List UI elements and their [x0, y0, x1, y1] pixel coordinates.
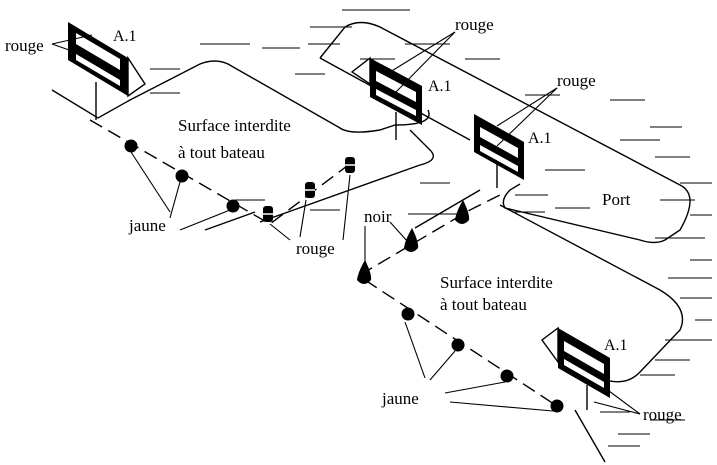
label-jaune-1: jaune [128, 216, 166, 235]
label-jaune-2: jaune [381, 389, 419, 408]
sign-board-1 [68, 22, 146, 120]
red-can-buoy [305, 182, 315, 198]
black-buoys [357, 200, 470, 284]
yellow-buoy [500, 369, 514, 383]
label-rouge-5: rouge [643, 405, 682, 424]
label-sign-a1-2: A.1 [428, 78, 452, 95]
label-sign-a1-3: A.1 [528, 130, 552, 147]
yellow-buoy [550, 399, 564, 413]
zone-label-1-line1: Surface interdite [178, 116, 291, 135]
zone-label-2-line2: à tout bateau [440, 295, 527, 314]
sign-board-4 [541, 326, 610, 410]
zone-label-1-line2: à tout bateau [178, 143, 265, 162]
label-sign-a1-1: A.1 [113, 28, 137, 45]
yellow-buoy [175, 169, 189, 183]
yellow-buoy [451, 338, 465, 352]
yellow-buoy [124, 139, 138, 153]
label-rouge-3: rouge [557, 71, 596, 90]
red-can-buoy [263, 206, 273, 222]
label-port: Port [602, 190, 631, 209]
red-buoys [263, 157, 355, 222]
label-noir: noir [364, 207, 392, 226]
label-rouge-4: rouge [296, 239, 335, 258]
sign-board-3 [474, 114, 524, 188]
shoreline [51, 21, 691, 463]
yellow-buoys-lower [401, 307, 564, 413]
label-sign-a1-4: A.1 [604, 337, 628, 354]
yellow-buoy [401, 307, 415, 321]
black-cone-buoy [357, 260, 372, 284]
black-cone-buoy [404, 228, 419, 252]
yellow-buoy [226, 199, 240, 213]
channel-line [89, 119, 561, 409]
label-rouge-1: rouge [5, 36, 44, 55]
yellow-buoys-upper [124, 139, 240, 213]
text-labels: rouge A.1 rouge A.1 rouge A.1 Surface in… [5, 15, 682, 424]
zone-label-2-line1: Surface interdite [440, 273, 553, 292]
black-cone-buoy [455, 200, 470, 224]
label-rouge-2: rouge [455, 15, 494, 34]
leader-lines [51, 31, 641, 415]
red-can-buoy [345, 157, 355, 173]
